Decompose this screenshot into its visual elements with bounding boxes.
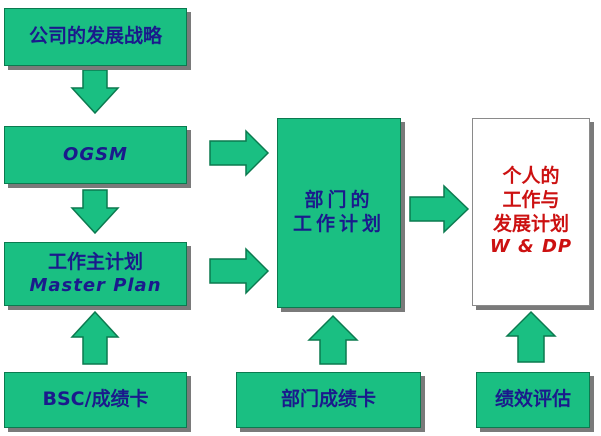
node-personal-plan-line1: 个人的 xyxy=(502,165,560,188)
arrow-dept-plan-to-personal-plan xyxy=(409,184,470,234)
node-ogsm-label: OGSM xyxy=(63,143,128,165)
node-personal-plan-line2: 工作与 xyxy=(502,188,560,211)
arrow-eval-to-personal-plan xyxy=(505,310,557,363)
node-dept-scorecard: 部门成绩卡 xyxy=(236,372,421,428)
node-company-strategy-label: 公司的发展战略 xyxy=(28,25,162,48)
arrow-dept-scorecard-to-dept-plan xyxy=(307,314,359,365)
node-master-plan: 工作主计划 Master Plan xyxy=(4,242,187,306)
node-ogsm: OGSM xyxy=(4,126,187,184)
arrow-master-plan-to-dept-plan xyxy=(209,247,270,295)
node-company-strategy: 公司的发展战略 xyxy=(4,8,187,66)
node-dept-plan-line2: 工作计划 xyxy=(292,213,385,235)
node-bsc: BSC/成绩卡 xyxy=(4,372,187,428)
node-performance-eval: 绩效评估 xyxy=(476,372,590,428)
node-dept-plan-line1: 部门的 xyxy=(304,189,374,212)
node-personal-plan-line3: 发展计划 xyxy=(492,212,569,235)
arrow-strategy-to-ogsm xyxy=(70,69,120,115)
node-personal-plan-line4: W & DP xyxy=(489,236,573,258)
arrow-ogsm-to-dept-plan xyxy=(209,129,270,177)
node-master-plan-line1: 工作主计划 xyxy=(47,250,143,273)
node-personal-plan: 个人的 工作与 发展计划 W & DP xyxy=(472,118,590,306)
node-dept-scorecard-label: 部门成绩卡 xyxy=(280,388,376,411)
arrow-ogsm-to-master-plan xyxy=(70,189,120,235)
node-performance-eval-label: 绩效评估 xyxy=(494,388,571,411)
node-bsc-label: BSC/成绩卡 xyxy=(42,388,149,411)
node-master-plan-line2: Master Plan xyxy=(29,274,162,296)
node-dept-plan: 部门的 工作计划 xyxy=(277,118,401,308)
arrow-bsc-to-master-plan xyxy=(70,310,120,365)
